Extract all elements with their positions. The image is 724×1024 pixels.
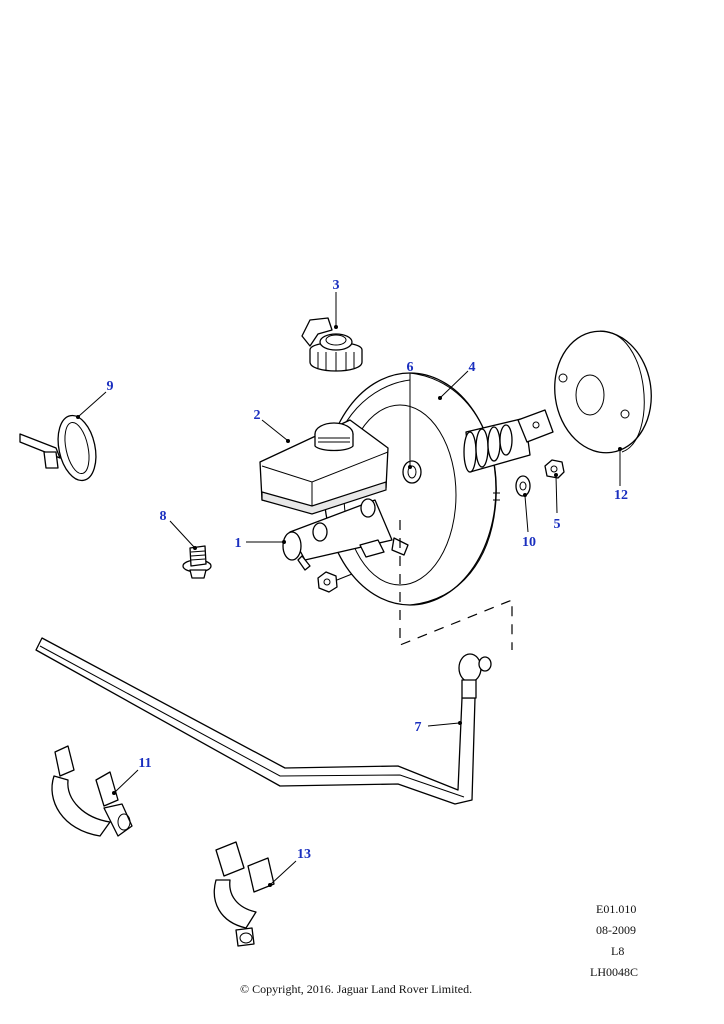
part-2-reservoir [259, 419, 389, 515]
part-5-nut [544, 459, 565, 479]
part-7-vacuum-hose [35, 637, 492, 805]
reference-date: 08-2009 [596, 923, 636, 937]
part-8-stud [182, 545, 212, 579]
master-cylinder-nut [317, 571, 353, 593]
part-9-cable-tie [19, 414, 97, 482]
part-13-hose-clip [213, 841, 275, 947]
callout-5: 5 [554, 517, 561, 532]
callout-4: 4 [469, 360, 476, 375]
leader-lines [76, 292, 622, 887]
part-11-hose-clip [51, 745, 133, 837]
part-3-reservoir-cap [301, 317, 363, 372]
callout-10: 10 [522, 535, 536, 550]
callout-1: 1 [235, 536, 242, 551]
copyright-notice: © Copyright, 2016. Jaguar Land Rover Lim… [240, 982, 473, 996]
booster-push-rod [463, 409, 554, 473]
part-1-master-cylinder [282, 498, 409, 571]
reference-model: L8 [611, 944, 625, 958]
callout-8: 8 [160, 509, 167, 524]
callout-3: 3 [333, 278, 340, 293]
callout-labels: 1 2 3 4 5 6 7 8 9 10 11 12 13 [107, 278, 629, 862]
callout-12: 12 [614, 488, 628, 503]
part-10-washer [515, 475, 531, 497]
part-6-seal [402, 460, 422, 484]
callout-6: 6 [407, 360, 414, 375]
callout-13: 13 [297, 847, 311, 862]
drawing-number: LH0048C [590, 965, 638, 979]
callout-7: 7 [415, 720, 422, 735]
callout-9: 9 [107, 379, 114, 394]
callout-11: 11 [138, 756, 151, 771]
reference-code: E01.010 [596, 902, 637, 916]
assembly-guide-dashed [399, 520, 513, 650]
callout-2: 2 [254, 408, 261, 423]
part-12-spacer-plate [554, 330, 652, 454]
